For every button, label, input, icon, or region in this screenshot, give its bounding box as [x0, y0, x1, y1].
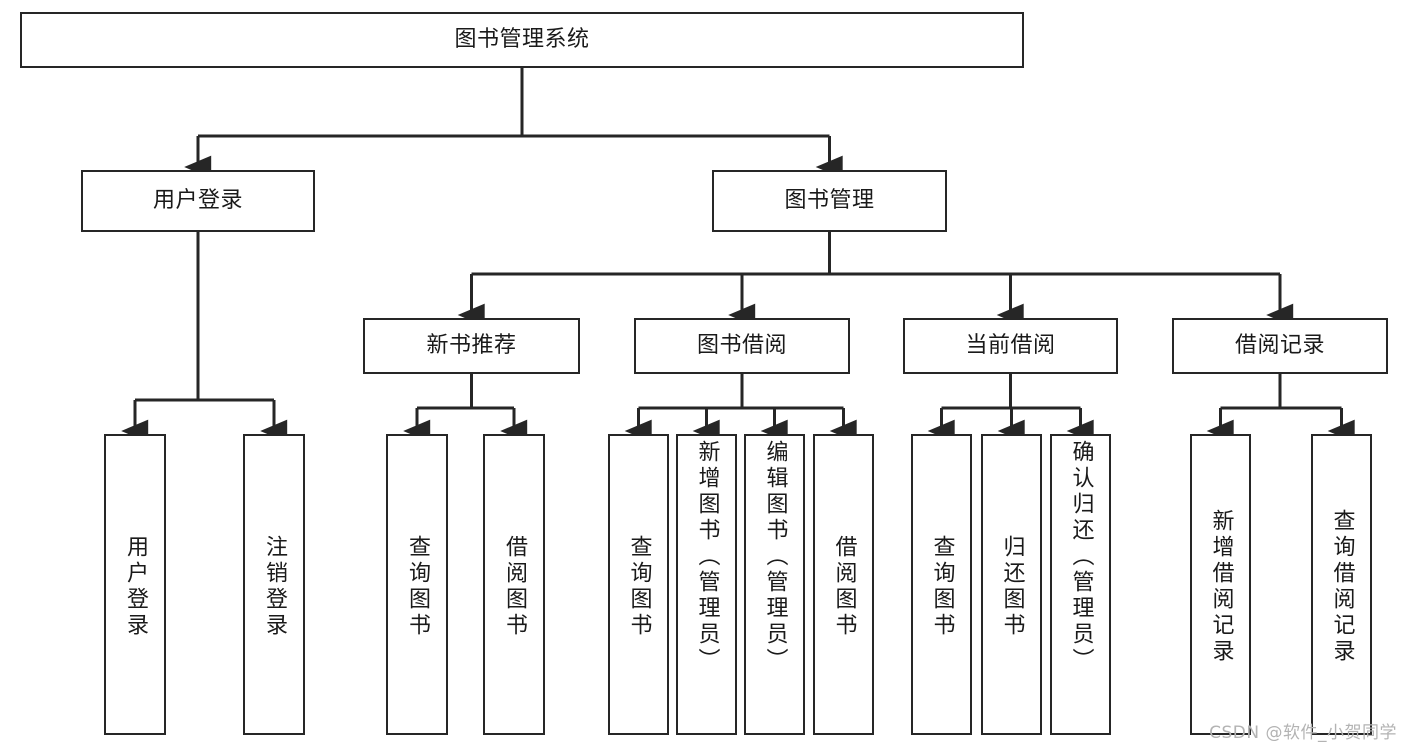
node-label: 新书推荐 [426, 333, 517, 358]
node-label: 新增借阅记录 [1208, 508, 1234, 665]
node-book-manage[interactable]: 图书管理 [712, 170, 947, 232]
node-label: 用户登录 [152, 188, 243, 213]
node-label: 查询图书 [626, 534, 652, 639]
node-leaf-query-3[interactable]: 查询图书 [911, 434, 972, 735]
node-borrow-record[interactable]: 借阅记录 [1172, 318, 1388, 374]
node-label: 用户登录 [123, 534, 148, 639]
node-leaf-return[interactable]: 归还图书 [981, 434, 1042, 735]
node-label: 查询图书 [405, 534, 430, 639]
node-label: 编辑图书（管理员） [762, 440, 788, 674]
node-root[interactable]: 图书管理系统 [20, 12, 1024, 68]
node-label: 借阅图书 [831, 534, 857, 639]
node-book-borrow[interactable]: 图书借阅 [634, 318, 850, 374]
node-label: 注销登录 [262, 534, 287, 639]
node-leaf-query-2[interactable]: 查询图书 [608, 434, 669, 735]
node-label: 归还图书 [999, 534, 1025, 639]
node-label: 确认归还（管理员） [1068, 440, 1094, 674]
node-new-book-rec[interactable]: 新书推荐 [363, 318, 580, 374]
node-label: 查询图书 [929, 534, 955, 639]
node-leaf-confirm[interactable]: 确认归还（管理员） [1050, 434, 1111, 735]
node-label: 借阅记录 [1234, 333, 1325, 358]
node-user-login[interactable]: 用户登录 [81, 170, 315, 232]
node-label: 当前借阅 [965, 333, 1056, 358]
node-leaf-borrow-1[interactable]: 借阅图书 [483, 434, 545, 735]
node-leaf-query-rec[interactable]: 查询借阅记录 [1311, 434, 1372, 735]
node-leaf-edit-book[interactable]: 编辑图书（管理员） [744, 434, 805, 735]
node-leaf-add-book[interactable]: 新增图书（管理员） [676, 434, 737, 735]
node-leaf-query-1[interactable]: 查询图书 [386, 434, 448, 735]
node-label: 新增图书（管理员） [694, 440, 720, 674]
node-label: 图书管理系统 [454, 27, 590, 52]
edge-group [121, 68, 1355, 443]
node-leaf-add-rec[interactable]: 新增借阅记录 [1190, 434, 1251, 735]
node-label: 借阅图书 [502, 534, 527, 639]
node-leaf-logout[interactable]: 注销登录 [243, 434, 305, 735]
node-label: 图书借阅 [696, 333, 787, 358]
node-leaf-borrow-2[interactable]: 借阅图书 [813, 434, 874, 735]
node-leaf-user-login[interactable]: 用户登录 [104, 434, 166, 735]
node-current-borrow[interactable]: 当前借阅 [903, 318, 1118, 374]
node-label: 图书管理 [784, 188, 875, 213]
node-label: 查询借阅记录 [1329, 508, 1355, 665]
